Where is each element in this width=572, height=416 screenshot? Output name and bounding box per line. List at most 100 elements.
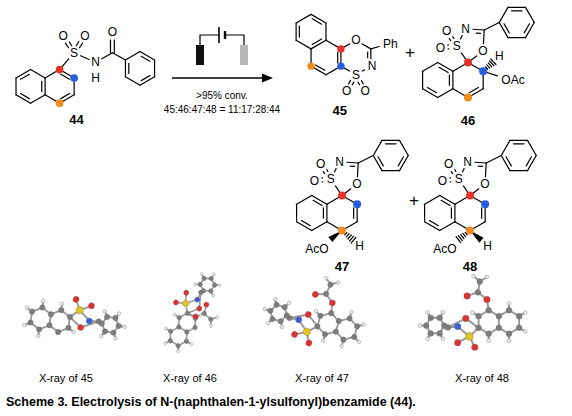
crystal-atom xyxy=(194,296,201,303)
crystal-atom xyxy=(41,299,45,303)
aromatic-bond xyxy=(478,166,482,167)
atom-label: H xyxy=(494,50,505,62)
aromatic-bond xyxy=(439,67,448,72)
bond-line xyxy=(296,23,297,40)
double-bond xyxy=(361,80,363,84)
crystal-atom xyxy=(183,338,189,344)
crystal-atom xyxy=(464,293,470,299)
crystal-atom xyxy=(192,313,199,320)
bond-line xyxy=(438,89,453,98)
crystal-atom xyxy=(102,328,108,334)
bond-line xyxy=(452,71,453,89)
bond-line xyxy=(125,52,140,60)
crystal-atom xyxy=(77,324,84,331)
crystal-structure xyxy=(152,263,238,362)
bond-line xyxy=(440,196,455,205)
bond-line xyxy=(102,53,113,59)
aromatic-bond xyxy=(514,143,525,144)
compound-number: 47 xyxy=(335,259,349,272)
bond-line xyxy=(325,23,326,40)
battery-plate xyxy=(218,27,220,43)
compound-number: 45 xyxy=(333,104,347,117)
crystal-atom xyxy=(86,318,93,325)
crystal-atom xyxy=(321,339,325,343)
crystal-atom xyxy=(283,312,290,319)
atom-label: S xyxy=(351,69,361,81)
crystal-atom xyxy=(302,327,311,336)
xray-caption: X-ray of 48 xyxy=(455,373,509,384)
aromatic-bond xyxy=(312,39,321,44)
aromatic-bond xyxy=(398,157,403,166)
atom-label: O xyxy=(351,178,362,190)
crystal-atom xyxy=(441,310,445,314)
crystal-atom xyxy=(426,310,430,314)
atom-label: Ph xyxy=(382,38,399,50)
bond-line xyxy=(311,40,326,49)
crystal-atom xyxy=(314,309,318,313)
crystal-atom xyxy=(335,318,342,325)
aromatic-bond xyxy=(367,52,368,58)
crystal-atom xyxy=(484,296,490,302)
bond-line xyxy=(362,44,371,49)
crystal-atom xyxy=(304,311,312,319)
bond-line xyxy=(125,60,126,77)
aromatic-bond xyxy=(524,24,529,33)
bond-line xyxy=(485,163,487,177)
atom-label: AcO xyxy=(304,243,329,255)
crystal-atom xyxy=(281,304,288,311)
aromatic-bond xyxy=(21,74,30,79)
crystal-structure xyxy=(21,289,129,349)
crystal-atom xyxy=(354,323,361,330)
aromatic-bond xyxy=(350,166,354,167)
atom-marker xyxy=(353,200,361,208)
double-bond xyxy=(110,40,111,53)
bond-line xyxy=(297,222,312,231)
crystal-atom xyxy=(172,299,179,306)
aromatic-bond xyxy=(526,157,531,166)
bond-line xyxy=(112,53,125,60)
atom-marker xyxy=(479,67,487,75)
crystal-atom xyxy=(351,334,358,341)
crystal-atom xyxy=(324,276,328,280)
bond-line xyxy=(140,77,155,85)
bond-line xyxy=(357,163,359,177)
atom-marker xyxy=(464,59,472,67)
crystal-atom xyxy=(215,315,219,319)
hashed-bond xyxy=(463,233,466,236)
crystal-atom xyxy=(192,324,198,330)
double-bond xyxy=(80,43,83,48)
crystal-atom xyxy=(189,342,193,346)
crystal-atom xyxy=(314,323,321,330)
atom-label: AcO xyxy=(432,243,457,255)
crystal-atom xyxy=(103,309,107,313)
crystal-atom xyxy=(176,314,182,320)
battery-plate xyxy=(224,31,226,39)
crystal-atom xyxy=(197,281,203,287)
atom-label: O xyxy=(435,42,446,54)
atom-label: O xyxy=(107,26,118,38)
crystal-atom xyxy=(211,293,215,297)
crystal-atom xyxy=(418,324,422,328)
aromatic-bond xyxy=(141,56,150,61)
bond-line xyxy=(31,95,46,103)
aromatic-bond xyxy=(353,208,354,219)
bond-line xyxy=(440,222,455,231)
atom-label: O xyxy=(479,178,490,190)
hashed-bond xyxy=(348,235,351,239)
double-bond xyxy=(322,181,324,182)
bond-line xyxy=(81,56,89,60)
aromatic-bond xyxy=(512,10,523,11)
bond-line xyxy=(347,162,358,164)
atom-marker xyxy=(337,62,344,69)
aromatic-bond xyxy=(427,87,436,92)
crystal-atom xyxy=(88,302,95,309)
crystal-atom xyxy=(506,331,512,337)
reaction-arrow xyxy=(172,74,273,83)
atom-marker xyxy=(338,192,346,200)
crystal-atom xyxy=(201,275,207,281)
bond-line xyxy=(370,49,371,59)
crystal-atom xyxy=(117,311,121,315)
crystal-atom xyxy=(104,314,110,320)
crystal-atom xyxy=(428,315,434,321)
crystal-atom xyxy=(332,328,339,335)
